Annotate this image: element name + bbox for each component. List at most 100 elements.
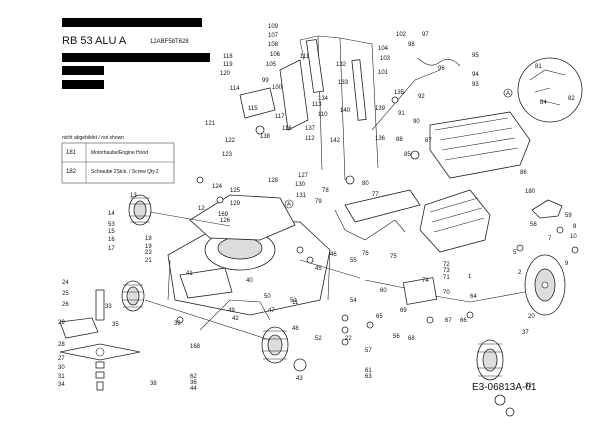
front-axle	[149, 211, 231, 227]
transmission	[299, 259, 526, 305]
callout-120: 120	[220, 71, 231, 77]
callout-103: 103	[380, 56, 391, 62]
callout-10: 10	[570, 234, 577, 240]
callout-31: 31	[58, 374, 65, 380]
legend-title: nicht abgebildet / not shown	[62, 135, 124, 141]
blade-bolt-stack	[95, 289, 105, 391]
callout-85: 85	[404, 152, 411, 158]
redaction-bar-top	[62, 18, 202, 27]
callout-122: 122	[225, 138, 236, 144]
callout-180: 180	[525, 189, 536, 195]
callout-105: 105	[266, 62, 277, 68]
callout-23: 23	[145, 250, 152, 256]
callout-55: 55	[350, 258, 357, 264]
deflector-180	[531, 199, 563, 219]
callout-30: 30	[58, 365, 65, 371]
callout-116: 116	[282, 126, 292, 132]
callout-80: 80	[362, 181, 369, 187]
callout-1: 1	[468, 274, 472, 280]
callout-12: 12	[198, 206, 205, 212]
legend-item-181-text: Motorhaube/Engine Hood	[91, 150, 148, 156]
legend-item-182-text: Schraube 2Stck. / Screw Qty.2	[91, 169, 159, 175]
callout-142: 142	[330, 138, 341, 144]
callout-41: 41	[186, 271, 193, 277]
callout-75: 75	[390, 254, 397, 260]
callout-169: 169	[218, 212, 229, 218]
callout-51: 51	[290, 298, 297, 304]
detail-a-label-1: A	[287, 202, 291, 208]
callout-127: 127	[298, 173, 309, 179]
rear-axle	[144, 299, 271, 341]
callout-5: 5	[513, 250, 517, 256]
callout-15: 15	[108, 229, 115, 235]
callout-70: 70	[443, 290, 450, 296]
callout-21: 21	[145, 258, 152, 264]
callout-107: 107	[268, 33, 279, 39]
height-adjust-lever	[199, 209, 406, 331]
callout-26: 26	[62, 302, 69, 308]
callout-39: 39	[174, 321, 181, 327]
callout-73: 73	[443, 268, 450, 274]
callout-71: 71	[443, 275, 450, 281]
callout-13: 13	[130, 193, 137, 199]
drive-gear	[524, 254, 566, 316]
callout-112: 112	[305, 136, 315, 142]
callout-77: 77	[372, 192, 379, 198]
callout-86: 86	[520, 170, 527, 176]
callout-35: 35	[112, 322, 119, 328]
callout-109: 109	[268, 24, 279, 30]
callout-38: 38	[150, 381, 157, 387]
callout-84: 84	[540, 100, 547, 106]
control-cable	[371, 57, 461, 131]
part-callouts: 109 107 108 106 105 99 100 104 103 102 1…	[58, 24, 577, 392]
callout-108: 108	[268, 42, 279, 48]
callout-16: 16	[108, 237, 115, 243]
callout-117: 117	[275, 114, 285, 120]
callout-126: 126	[220, 218, 231, 224]
callout-98: 98	[408, 42, 415, 48]
callout-19: 19	[145, 244, 152, 250]
callout-68: 68	[408, 336, 415, 342]
callout-29: 29	[58, 320, 65, 326]
callout-113: 113	[312, 102, 322, 108]
drawing-id: E3-06813A-01	[472, 382, 537, 393]
callout-131: 131	[296, 193, 307, 199]
redaction-bar-1	[62, 53, 210, 62]
callout-137: 137	[305, 126, 316, 132]
callout-24: 24	[62, 280, 69, 286]
callout-52: 52	[315, 336, 322, 342]
callout-45: 45	[315, 266, 322, 272]
callout-76: 76	[362, 251, 369, 257]
wheel-front-left	[128, 194, 152, 226]
callout-40: 40	[246, 278, 253, 284]
callout-60: 60	[380, 288, 387, 294]
callout-67: 67	[445, 318, 452, 324]
callout-81: 81	[535, 64, 542, 70]
callout-121: 121	[205, 121, 216, 127]
callout-20: 20	[528, 314, 535, 320]
wheel-rear-left	[121, 280, 145, 312]
callout-82: 82	[568, 96, 575, 102]
callout-96: 96	[438, 66, 445, 72]
callout-37: 37	[522, 330, 529, 336]
legend-box	[61, 142, 175, 184]
callout-2: 2	[518, 270, 522, 276]
callout-123: 123	[222, 152, 233, 158]
callout-124: 124	[212, 184, 223, 190]
callout-101: 101	[378, 70, 389, 76]
callout-9: 9	[565, 261, 569, 267]
callout-18: 18	[145, 236, 152, 242]
callout-57: 57	[365, 348, 372, 354]
callout-134: 134	[318, 96, 329, 102]
callout-50: 50	[264, 294, 271, 300]
callout-66: 66	[460, 318, 467, 324]
grass-catcher	[344, 111, 531, 253]
callout-28: 28	[58, 342, 65, 348]
callout-88: 88	[396, 137, 403, 143]
model-code: 12ABF58T628	[150, 39, 189, 45]
callout-128: 128	[268, 178, 279, 184]
callout-59: 59	[565, 213, 572, 219]
callout-74: 74	[422, 278, 429, 284]
callout-87: 87	[425, 138, 432, 144]
detail-a-label-2: A	[506, 91, 510, 97]
